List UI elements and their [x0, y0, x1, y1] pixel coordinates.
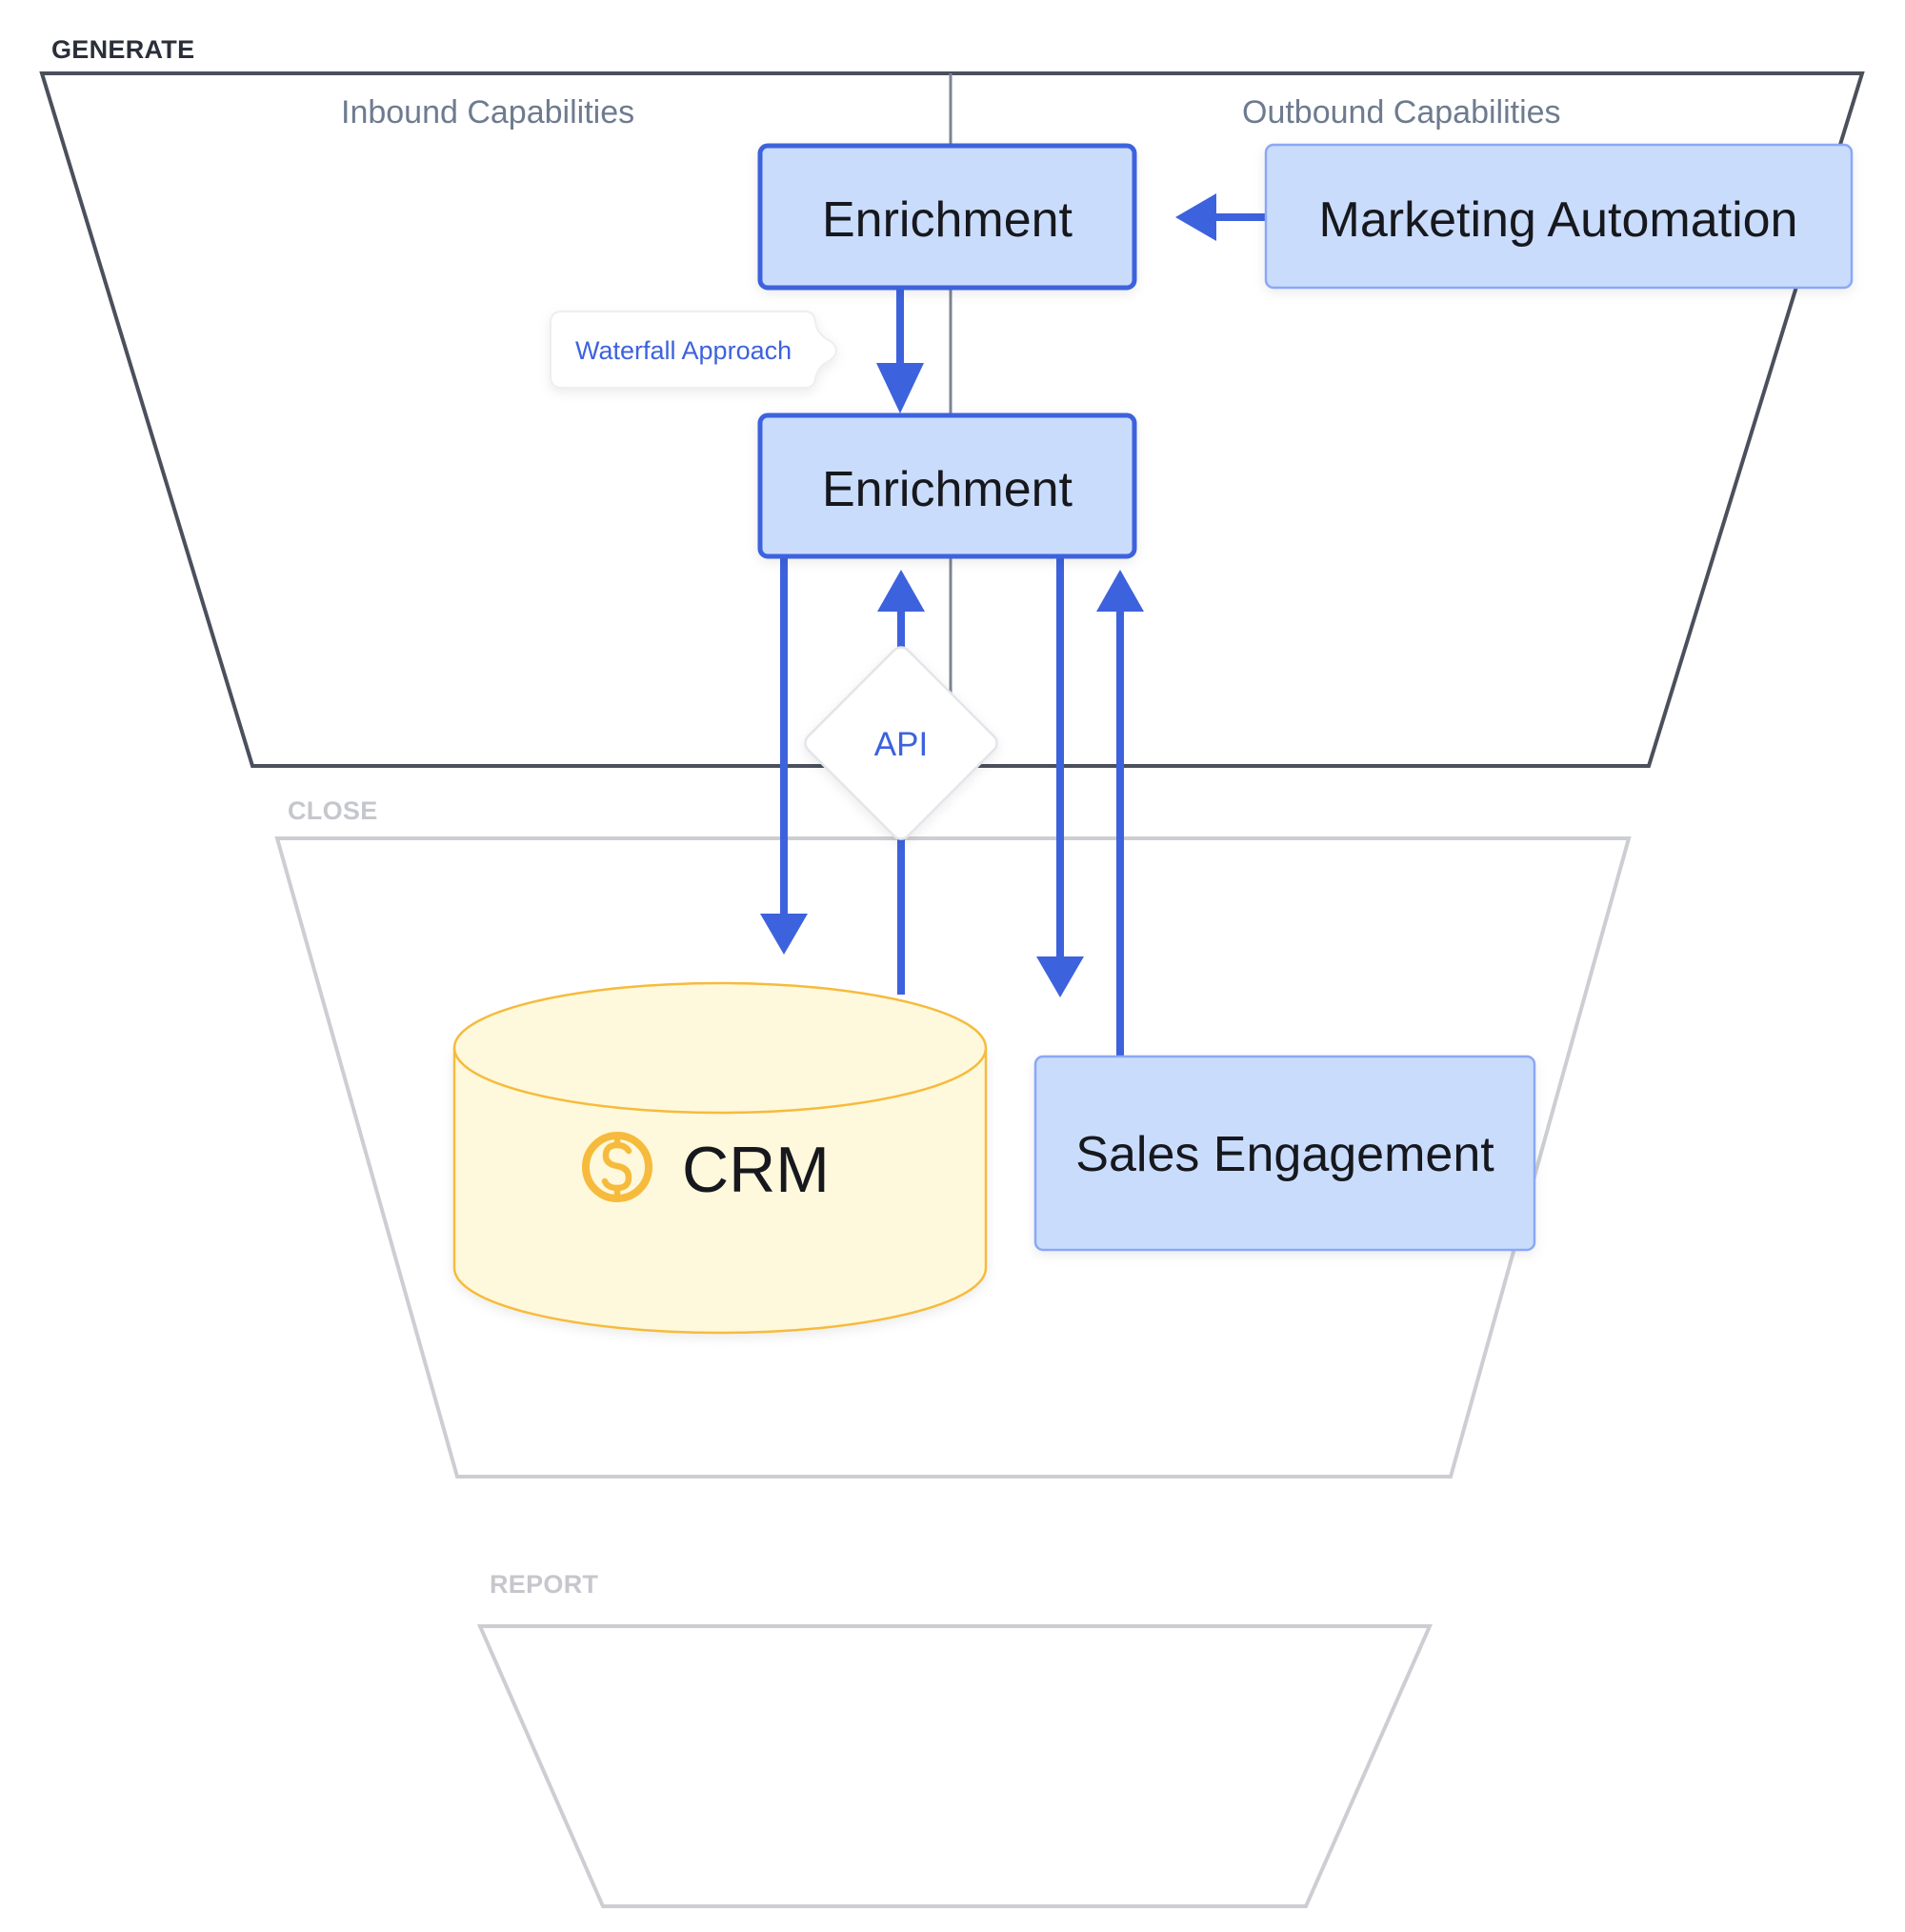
- enrichment-bottom-label: Enrichment: [822, 462, 1073, 517]
- close-funnel: [274, 836, 1632, 1479]
- sales-engagement-box[interactable]: [1033, 1055, 1536, 1252]
- waterfall-arrowhead: [876, 363, 924, 413]
- crm-cylinder-top[interactable]: [452, 981, 988, 1115]
- stage-label-close: CLOSE: [288, 796, 378, 825]
- crm-to-enrichment-arrowhead: [877, 570, 925, 612]
- enrichment-top-node[interactable]: Enrichment: [757, 143, 1137, 291]
- waterfall-callout-bubble: [550, 311, 837, 389]
- marketing-automation-box[interactable]: [1264, 143, 1854, 290]
- crm-cylinder-body[interactable]: [452, 1048, 988, 1335]
- stage-label-generate: GENERATE: [51, 35, 194, 64]
- marketing-automation-node[interactable]: Marketing Automation: [1264, 143, 1854, 290]
- sales-engagement-node[interactable]: Sales Engagement: [1033, 1055, 1536, 1252]
- inbound-capabilities-label: Inbound Capabilities: [341, 94, 634, 131]
- sales-engagement-label: Sales Engagement: [1075, 1127, 1494, 1182]
- enrichment-top-label: Enrichment: [822, 192, 1073, 248]
- marketing-arrowhead: [1175, 193, 1216, 241]
- api-label: API: [874, 726, 928, 763]
- waterfall-callout-label: Waterfall Approach: [575, 336, 792, 365]
- enrichment-top-box[interactable]: [757, 143, 1137, 291]
- marketing-automation-label: Marketing Automation: [1319, 192, 1798, 248]
- waterfall-callout: Waterfall Approach: [550, 311, 837, 389]
- dollar-coin-icon: [582, 1132, 652, 1202]
- connectors: [760, 193, 1266, 1057]
- api-node[interactable]: API: [801, 643, 1000, 842]
- outbound-capabilities-label: Outbound Capabilities: [1242, 94, 1561, 131]
- enrichment-to-crm-arrowhead: [760, 914, 808, 955]
- api-diamond[interactable]: [801, 643, 1000, 842]
- generate-funnel: [39, 71, 1865, 768]
- report-funnel: [476, 1624, 1434, 1908]
- crm-node[interactable]: CRM: [452, 981, 988, 1335]
- stage-label-report: REPORT: [490, 1570, 599, 1599]
- crm-label: CRM: [682, 1134, 830, 1206]
- sales-to-enrichment-arrowhead: [1096, 570, 1144, 612]
- enrichment-bottom-node[interactable]: Enrichment: [757, 413, 1137, 559]
- enrichment-bottom-box[interactable]: [757, 413, 1137, 559]
- enrichment-to-sales-arrowhead: [1036, 956, 1084, 997]
